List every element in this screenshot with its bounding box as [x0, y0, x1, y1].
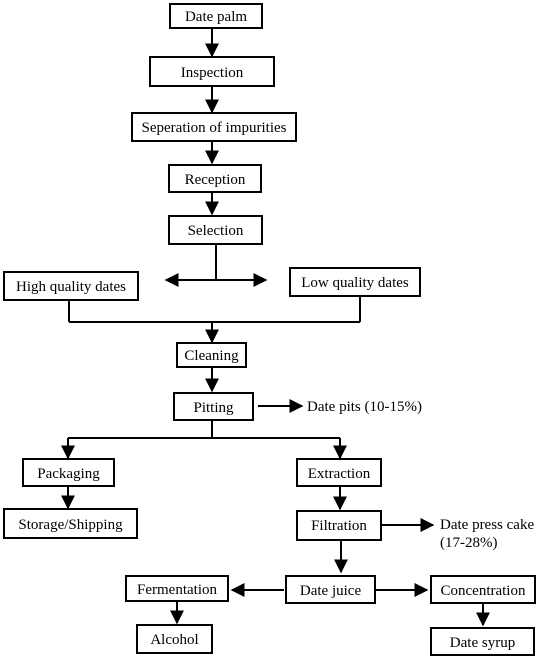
box-filtration — [296, 510, 382, 541]
label-high-quality: High quality dates — [16, 279, 126, 295]
box-date-juice — [285, 575, 376, 604]
label-packaging: Packaging — [37, 466, 100, 482]
label-extraction: Extraction — [308, 466, 371, 482]
box-extraction — [296, 458, 382, 487]
box-low-quality — [289, 267, 421, 297]
connectors — [61, 28, 490, 627]
label-selection: Selection — [188, 223, 244, 239]
process-boxes — [3, 3, 536, 656]
box-fermentation — [125, 575, 229, 602]
label-low-quality: Low quality dates — [301, 275, 409, 291]
label-filtration: Filtration — [311, 518, 367, 534]
box-high-quality — [3, 271, 139, 301]
label-pitting: Pitting — [193, 400, 234, 416]
label-concentration: Concentration — [441, 583, 526, 599]
label-date-syrup: Date syrup — [450, 635, 515, 651]
box-date-syrup — [430, 627, 535, 656]
label-alcohol: Alcohol — [150, 632, 198, 648]
box-date-palm — [169, 3, 263, 29]
label-date-juice: Date juice — [300, 583, 362, 599]
label-date-palm: Date palm — [185, 9, 247, 25]
box-concentration — [430, 575, 536, 604]
box-labels: Date palm Inspection Seperation of impur… — [16, 9, 526, 651]
label-storage: Storage/Shipping — [18, 517, 123, 533]
box-packaging — [22, 458, 115, 487]
label-reception: Reception — [185, 172, 246, 188]
label-fermentation: Fermentation — [137, 582, 217, 598]
box-inspection — [149, 56, 275, 87]
box-pitting — [173, 392, 254, 421]
box-selection — [168, 215, 263, 245]
box-storage — [3, 508, 138, 539]
label-date-pits: Date pits (10-15%) — [307, 399, 422, 415]
box-cleaning — [176, 342, 247, 368]
label-press-cake-line1: Date press cake — [440, 517, 534, 533]
label-press-cake-line2: (17-28%) — [440, 535, 497, 551]
box-separation — [131, 112, 297, 142]
box-reception — [168, 164, 262, 193]
label-inspection: Inspection — [181, 65, 244, 81]
label-cleaning: Cleaning — [184, 348, 239, 364]
byproduct-labels: Date pits (10-15%) Date press cake (17-2… — [307, 399, 534, 551]
label-separation: Seperation of impurities — [142, 120, 287, 136]
box-alcohol — [136, 624, 213, 654]
